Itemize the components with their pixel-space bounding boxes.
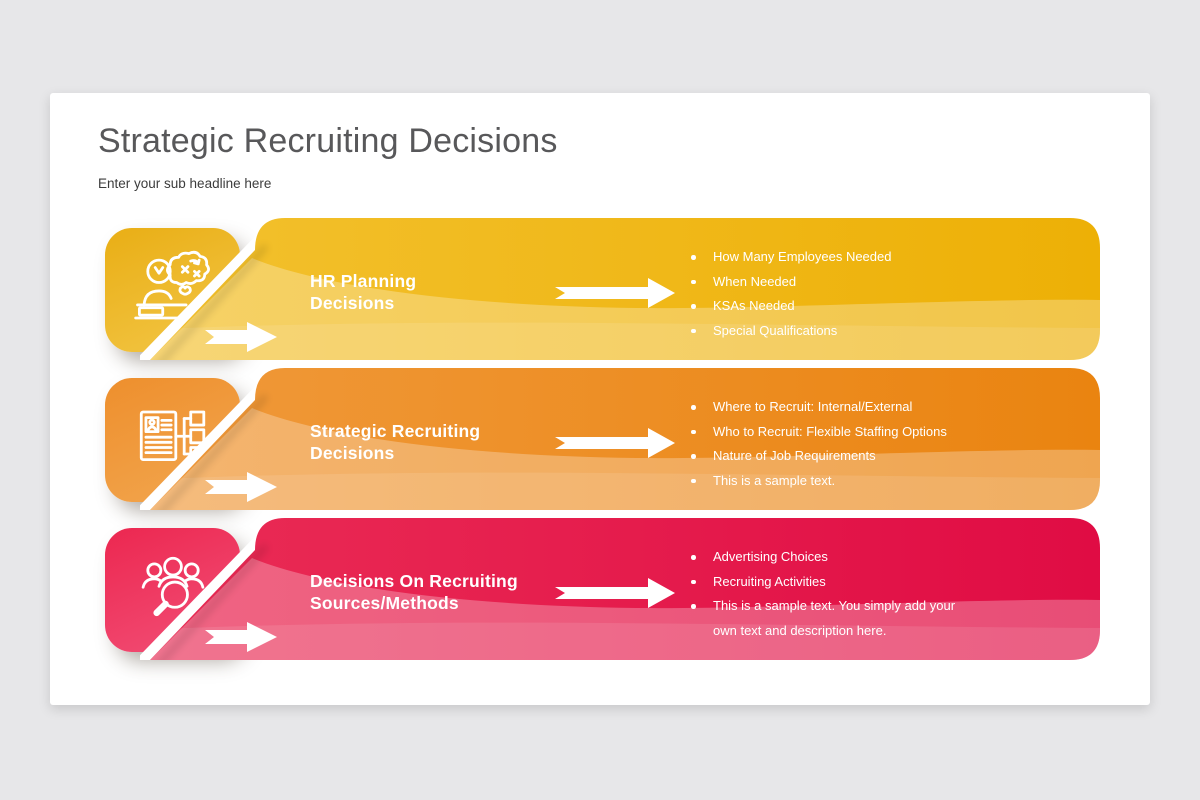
small-arrow-icon bbox=[205, 622, 277, 652]
slide-card: Strategic Recruiting Decisions Enter you… bbox=[50, 93, 1150, 705]
long-arrow-icon bbox=[555, 278, 675, 308]
row-title-line: Decisions bbox=[310, 293, 395, 313]
row-title-line: Strategic Recruiting bbox=[310, 421, 481, 441]
bullet-item: Special Qualifications bbox=[690, 319, 962, 344]
row-recruiting-sources-methods: Decisions On Recruiting Sources/Methods … bbox=[50, 518, 1150, 660]
bullet-item: KSAs Needed bbox=[690, 294, 962, 319]
row-title: HR Planning Decisions bbox=[310, 270, 540, 314]
row-bullet-list: How Many Employees Needed When Needed KS… bbox=[690, 245, 962, 343]
team-search-icon bbox=[141, 556, 204, 617]
bullet-item: Nature of Job Requirements bbox=[690, 444, 962, 469]
row-bar-shape bbox=[140, 218, 1100, 360]
bullet-item: How Many Employees Needed bbox=[690, 245, 962, 270]
bullet-item: This is a sample text. bbox=[690, 469, 962, 494]
brainstorm-planning-icon bbox=[133, 250, 210, 320]
bullet-item: Where to Recruit: Internal/External bbox=[690, 395, 962, 420]
resume-flow-icon bbox=[139, 410, 205, 462]
small-arrow-icon bbox=[205, 322, 277, 352]
row-title: Strategic Recruiting Decisions bbox=[310, 420, 540, 464]
bullet-item: Recruiting Activities bbox=[690, 570, 962, 595]
row-bullet-list: Advertising Choices Recruiting Activitie… bbox=[690, 545, 962, 643]
slide-subtitle: Enter your sub headline here bbox=[98, 176, 272, 191]
row-bullet-list: Where to Recruit: Internal/External Who … bbox=[690, 395, 962, 493]
small-arrow-icon bbox=[205, 472, 277, 502]
row-title-line: HR Planning bbox=[310, 271, 417, 291]
row-title: Decisions On Recruiting Sources/Methods bbox=[310, 570, 540, 614]
long-arrow-icon bbox=[555, 428, 675, 458]
slide-title: Strategic Recruiting Decisions bbox=[98, 122, 558, 160]
row-strategic-recruiting-decisions: Strategic Recruiting Decisions Where to … bbox=[50, 368, 1150, 510]
bullet-item: Advertising Choices bbox=[690, 545, 962, 570]
bullet-item: Who to Recruit: Flexible Staffing Option… bbox=[690, 420, 962, 445]
bullet-item: When Needed bbox=[690, 270, 962, 295]
bullet-item: This is a sample text. You simply add yo… bbox=[690, 594, 962, 643]
row-hr-planning-decisions: HR Planning Decisions How Many Employees… bbox=[50, 218, 1150, 360]
row-title-line: Sources/Methods bbox=[310, 593, 459, 613]
row-title-line: Decisions On Recruiting bbox=[310, 571, 518, 591]
row-title-line: Decisions bbox=[310, 443, 395, 463]
long-arrow-icon bbox=[555, 578, 675, 608]
